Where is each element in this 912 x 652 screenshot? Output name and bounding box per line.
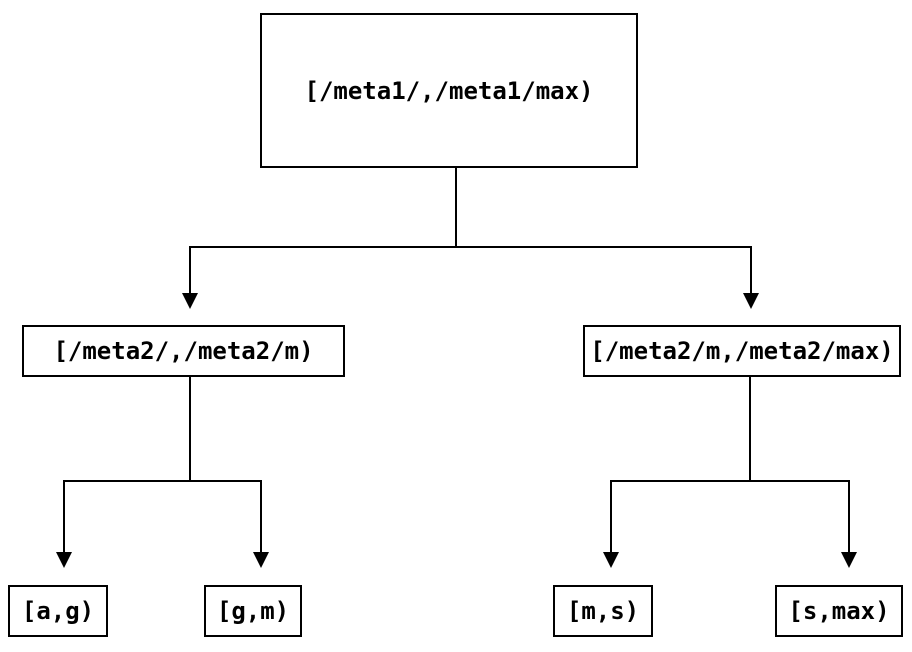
- edge-root-crossbar: [189, 246, 752, 248]
- edge-right-crossbar: [610, 480, 850, 482]
- tree-node-root: [/meta1/,/meta1/max): [260, 13, 638, 168]
- tree-node-left: [/meta2/,/meta2/m): [22, 325, 345, 377]
- tree-node-label: [m,s): [566, 597, 640, 625]
- arrow-down-icon: [743, 293, 759, 309]
- tree-node-label: [s,max): [788, 597, 890, 625]
- tree-node-leaf-gm: [g,m): [204, 585, 302, 637]
- edge-right-stem: [749, 376, 751, 481]
- arrow-down-icon: [841, 552, 857, 568]
- edge-root-to-left: [189, 246, 191, 293]
- edge-right-to-leaf-ms: [610, 480, 612, 552]
- edge-left-to-leaf-ag: [63, 480, 65, 552]
- tree-node-leaf-ms: [m,s): [553, 585, 653, 637]
- edge-left-to-leaf-gm: [260, 480, 262, 552]
- tree-node-label: [g,m): [216, 597, 290, 625]
- tree-node-right: [/meta2/m,/meta2/max): [583, 325, 901, 377]
- edge-left-crossbar: [63, 480, 262, 482]
- tree-node-label: [a,g): [21, 597, 95, 625]
- edge-root-stem: [455, 168, 457, 247]
- tree-node-leaf-ag: [a,g): [8, 585, 108, 637]
- edge-root-to-right: [750, 246, 752, 293]
- arrow-down-icon: [253, 552, 269, 568]
- tree-node-label: [/meta2/,/meta2/m): [53, 337, 314, 365]
- arrow-down-icon: [56, 552, 72, 568]
- tree-node-label: [/meta1/,/meta1/max): [304, 76, 594, 105]
- tree-node-leaf-smax: [s,max): [775, 585, 903, 637]
- edge-left-stem: [189, 376, 191, 481]
- edge-right-to-leaf-smax: [848, 480, 850, 552]
- arrow-down-icon: [603, 552, 619, 568]
- tree-node-label: [/meta2/m,/meta2/max): [590, 337, 894, 365]
- arrow-down-icon: [182, 293, 198, 309]
